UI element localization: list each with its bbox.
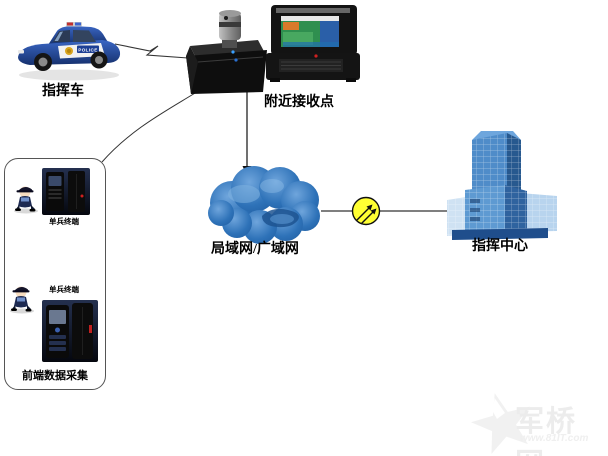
- link-node-icon: [351, 196, 381, 226]
- handheld-terminal-icon: [42, 300, 98, 362]
- star-watermark-icon: [471, 393, 530, 454]
- police-car-icon: POLICE: [18, 22, 121, 81]
- label-soldier-terminal-1: 单兵终端: [49, 217, 79, 226]
- arrow-receiver-to-cloud: [242, 91, 252, 176]
- label-soldier-terminal-2: 单兵终端: [49, 285, 79, 294]
- link-vehicle-to-receiver: [114, 43, 189, 59]
- label-command-center: 指挥中心: [472, 239, 528, 254]
- link-receiver-to-frontend-box: [101, 89, 201, 163]
- label-command-vehicle: 指挥车: [42, 84, 84, 99]
- police-marking-text: POLICE: [78, 47, 98, 52]
- frontend-collection-box: [4, 158, 106, 390]
- building-icon: [447, 131, 557, 240]
- label-network-cloud: 局域网/广域网: [211, 242, 299, 257]
- label-receiving-point: 附近接收点: [264, 95, 334, 110]
- watermark-site-url: www.81IT.com: [520, 433, 589, 444]
- receiver-laptop-icon: [266, 5, 360, 82]
- camera-case-icon: [186, 10, 267, 94]
- cloud-icon: [208, 166, 320, 244]
- label-frontend-collection: 前端数据采集: [15, 370, 95, 383]
- handheld-terminal-icon: [42, 168, 90, 215]
- watermark-site-name: 军桥网: [515, 406, 578, 456]
